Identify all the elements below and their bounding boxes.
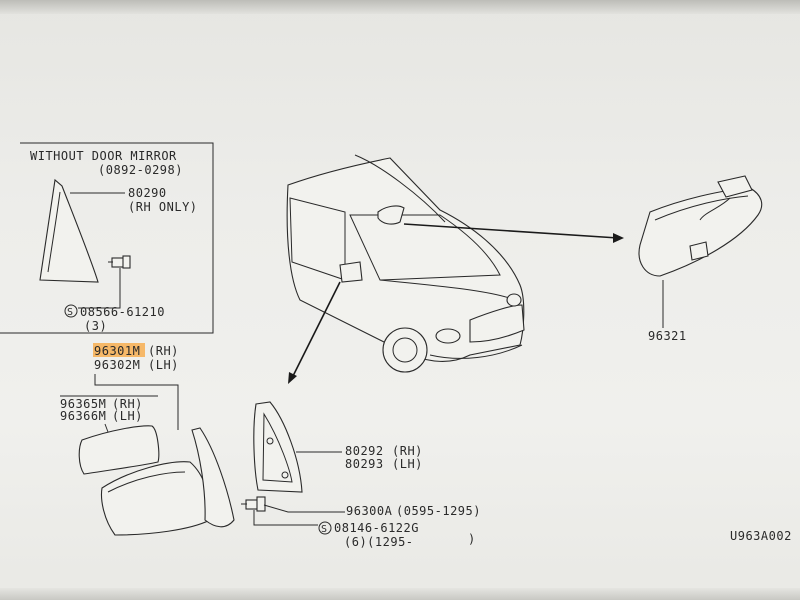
part-08146-6122g: 08146-6122G (334, 521, 419, 535)
arrow-head-interior (613, 233, 624, 243)
bolt-icon (241, 496, 266, 512)
part-80292: 80292 (345, 444, 384, 458)
arrow-to-mirror (291, 281, 341, 379)
bracket-mirror (94, 374, 179, 430)
car-mirror-mount (339, 261, 363, 283)
mirror-assembly-labels: 96301M (RH) 96302M (LH) 96365M (RH) 9636… (60, 343, 179, 433)
triangle-cover-edge (47, 191, 61, 273)
interior-mirror-hook (699, 197, 731, 221)
s-symbol-cover: S (321, 524, 328, 535)
car-body (286, 157, 525, 362)
part-08146-close: ) (468, 532, 476, 546)
part-80293-side: (LH) (392, 457, 423, 471)
s-symbol-icon (64, 304, 78, 318)
car-windshield (349, 214, 501, 281)
part-96301m-side: (RH) (148, 344, 179, 358)
interior-mirror-body (638, 187, 763, 277)
car-hood-line (379, 279, 516, 301)
leader-96300a (263, 504, 345, 513)
cover-hole-icon (266, 437, 274, 445)
car-headlight-right (506, 293, 522, 307)
mirror-base (191, 427, 235, 528)
inset-screw-part: 08566-61210 (80, 305, 165, 319)
triangle-cover-80290 (39, 178, 99, 283)
car-wheel-hub (392, 337, 418, 363)
part-96366m-side: (LH) (112, 409, 143, 423)
inset-screw-qty: (3) (84, 319, 107, 333)
part-96302m: 96302M (94, 358, 140, 372)
part-96300a: 96300A (346, 504, 393, 518)
mirror-housing (100, 461, 211, 536)
arrow-head-mirror (288, 372, 297, 384)
inset-date-range: (0892-0298) (98, 163, 183, 177)
car-headlight-left (435, 328, 461, 344)
interior-mirror-edge (654, 195, 749, 221)
car-bumper (429, 344, 523, 359)
inset-title: WITHOUT DOOR MIRROR (30, 149, 177, 163)
part-96365m: 96365M (60, 397, 106, 411)
highlight-96301m (93, 343, 145, 357)
car-wheel-front (382, 327, 428, 373)
part-96302m-side: (LH) (148, 358, 179, 372)
part-96300a-range: (0595-1295) (396, 504, 481, 518)
s-symbol-icon-cover (318, 521, 332, 535)
part-96321: 96321 (648, 329, 687, 343)
car-roofline (354, 154, 446, 223)
part-08146-qty: (6)(1295- (344, 535, 414, 549)
interior-mirror-96321: 96321 (638, 175, 763, 343)
s-symbol: S (67, 307, 74, 318)
leader-screw-inset (78, 268, 121, 309)
interior-mirror-pivot (689, 241, 709, 261)
inset-border (0, 142, 214, 334)
screw-icon (108, 255, 131, 269)
car-grille (469, 304, 525, 343)
part-80290-note: (RH ONLY) (128, 200, 198, 214)
arrow-to-interior-mirror (403, 223, 619, 239)
monitor-bezel-bottom (0, 588, 800, 600)
monitor-bezel-top (0, 0, 800, 14)
car-illustration (286, 154, 525, 373)
part-80293: 80293 (345, 457, 384, 471)
inset-without-door-mirror: WITHOUT DOOR MIRROR (0892-0298) 80290 (R… (0, 142, 214, 334)
mirror-glass-96365m (78, 425, 160, 475)
interior-mirror-clip (717, 175, 753, 198)
part-96366m: 96366M (60, 409, 106, 423)
part-96301m: 96301M (94, 344, 140, 358)
leader-glass (104, 423, 109, 433)
mirror-housing-edge (107, 471, 186, 493)
corner-cover-inner (262, 412, 293, 483)
car-interior-mirror (377, 205, 405, 225)
part-80292-side: (RH) (392, 444, 423, 458)
part-96365m-side: (RH) (112, 397, 143, 411)
cover-hole-icon-2 (281, 471, 289, 479)
leader-screw-cover (253, 510, 318, 526)
part-80290: 80290 (128, 186, 167, 200)
corner-cover-80292 (253, 401, 303, 493)
figure-code: U963A002 (730, 529, 792, 543)
